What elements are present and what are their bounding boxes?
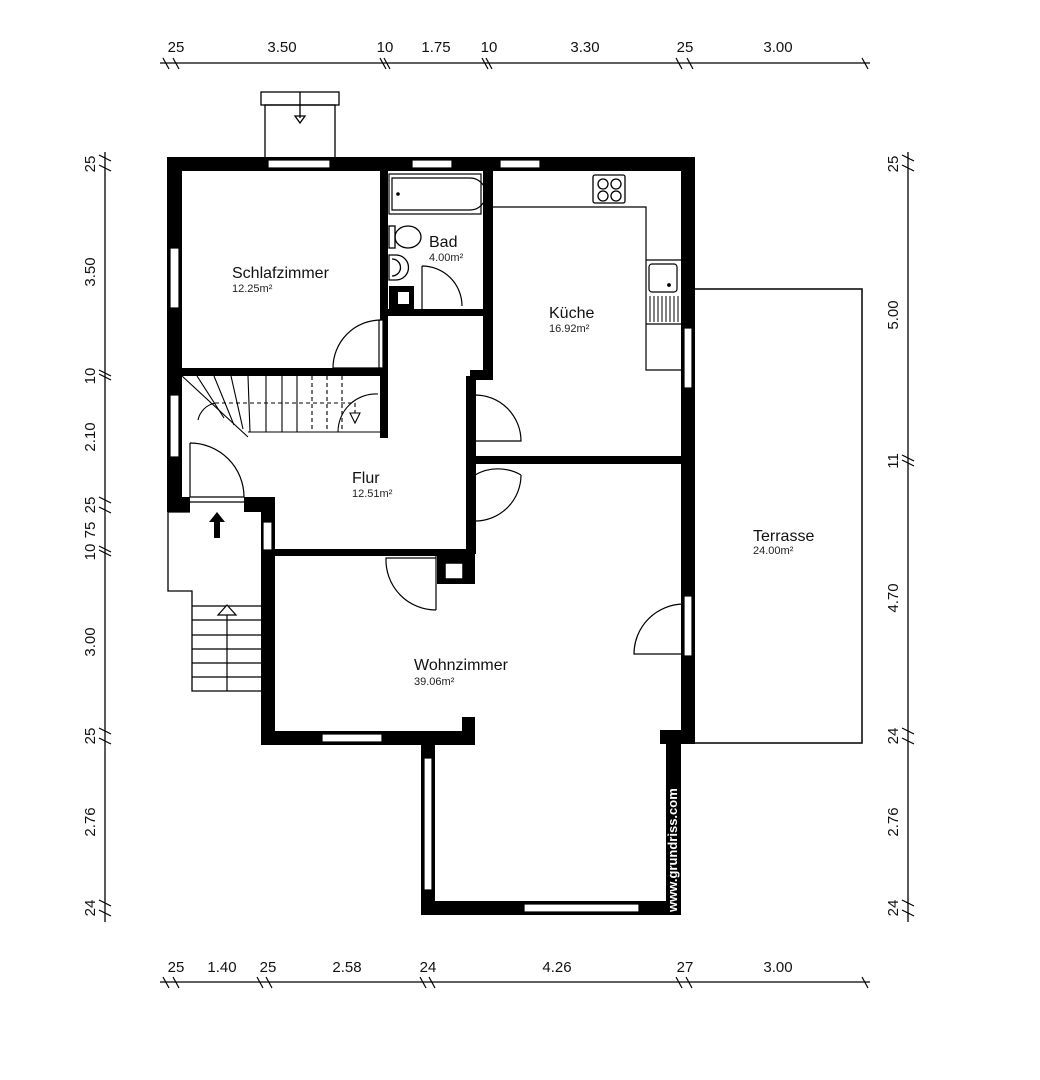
kitchen-counter	[493, 206, 681, 371]
entrance-arrow-icon	[209, 512, 225, 538]
room-label-schlafzimmer: Schlafzimmer 12.25m²	[232, 265, 330, 295]
dim-left-2: 10	[82, 368, 99, 385]
dim-top-4: 10	[481, 39, 498, 56]
stove-icon	[592, 174, 626, 204]
svg-text:12.25m²: 12.25m²	[232, 283, 273, 295]
room-label-flur: Flur 12.51m²	[352, 470, 393, 500]
dim-top-1: 3.50	[267, 39, 296, 56]
bathtub	[388, 173, 487, 215]
kitchen-sink-icon	[648, 263, 679, 322]
room-label-bad: Bad 4.00m²	[429, 234, 464, 264]
dim-left-8: 25	[82, 728, 99, 745]
dimension-line-right: 25 5.00 11 4.70 24 2.76 24	[885, 152, 915, 922]
dimension-line-top: 25 3.50 10 1.75 10 3.30 25 3.00	[160, 39, 870, 70]
exterior-staircase	[192, 604, 261, 691]
dim-right-5: 2.76	[885, 807, 902, 836]
dim-top-5: 3.30	[570, 39, 599, 56]
dimension-line-left: 25 3.50 10 2.10 25 10 75 3.00 25 2.76 24	[82, 152, 112, 922]
dim-bottom-3: 2.58	[332, 959, 361, 976]
dim-top-7: 3.00	[763, 39, 792, 56]
entrance-landing	[167, 501, 261, 692]
dim-right-1: 5.00	[885, 300, 902, 329]
dim-left-4: 25	[82, 497, 99, 514]
svg-text:16.92m²: 16.92m²	[549, 323, 590, 335]
dim-bottom-2: 25	[260, 959, 277, 976]
dim-left-9: 2.76	[82, 807, 99, 836]
svg-text:Terrasse: Terrasse	[753, 528, 814, 545]
dim-top-0: 25	[168, 39, 185, 56]
dim-right-3: 4.70	[885, 583, 902, 612]
dim-left-7: 3.00	[82, 627, 99, 656]
shaft	[389, 286, 414, 309]
light-well	[260, 91, 340, 159]
dim-bottom-0: 25	[168, 959, 185, 976]
room-label-wohnzimmer: Wohnzimmer 39.06m²	[414, 657, 509, 688]
sink-icon	[388, 254, 410, 281]
toilet-icon	[388, 225, 422, 249]
dim-left-5: 10	[82, 544, 99, 561]
dim-left-3: 2.10	[82, 422, 99, 451]
room-label-kueche: Küche 16.92m²	[549, 305, 594, 335]
dim-left-10: 24	[82, 900, 99, 917]
dim-top-6: 25	[677, 39, 694, 56]
terrace-outline	[693, 288, 863, 744]
svg-text:4.00m²: 4.00m²	[429, 252, 464, 264]
dim-top-2: 10	[377, 39, 394, 56]
dim-left-0: 25	[82, 156, 99, 173]
dim-bottom-1: 1.40	[207, 959, 236, 976]
dimension-line-bottom: 25 1.40 25 2.58 24 4.26 27 3.00	[160, 959, 870, 989]
dim-top-3: 1.75	[421, 39, 450, 56]
svg-text:Flur: Flur	[352, 470, 380, 487]
dim-right-0: 25	[885, 156, 902, 173]
dim-bottom-5: 4.26	[542, 959, 571, 976]
room-label-terrasse: Terrasse 24.00m²	[753, 528, 814, 557]
dim-bottom-6: 27	[677, 959, 694, 976]
dim-left-1: 3.50	[82, 257, 99, 286]
svg-text:Schlafzimmer: Schlafzimmer	[232, 265, 330, 282]
svg-text:Wohnzimmer: Wohnzimmer	[414, 657, 509, 674]
watermark: www.grundriss.com	[665, 788, 680, 913]
dim-right-2: 11	[885, 453, 902, 469]
doors	[189, 265, 685, 655]
svg-text:Küche: Küche	[549, 305, 594, 322]
dim-bottom-7: 3.00	[763, 959, 792, 976]
dim-right-4: 24	[885, 728, 902, 745]
windows	[169, 159, 693, 913]
svg-text:12.51m²: 12.51m²	[352, 488, 393, 500]
chimney	[444, 562, 464, 580]
dim-bottom-4: 24	[420, 959, 437, 976]
dim-right-6: 24	[885, 900, 902, 917]
interior-staircase	[181, 375, 380, 438]
svg-text:Bad: Bad	[429, 234, 457, 251]
dim-left-6: 75	[82, 522, 99, 539]
svg-text:39.06m²: 39.06m²	[414, 676, 455, 688]
svg-text:24.00m²: 24.00m²	[753, 545, 794, 557]
